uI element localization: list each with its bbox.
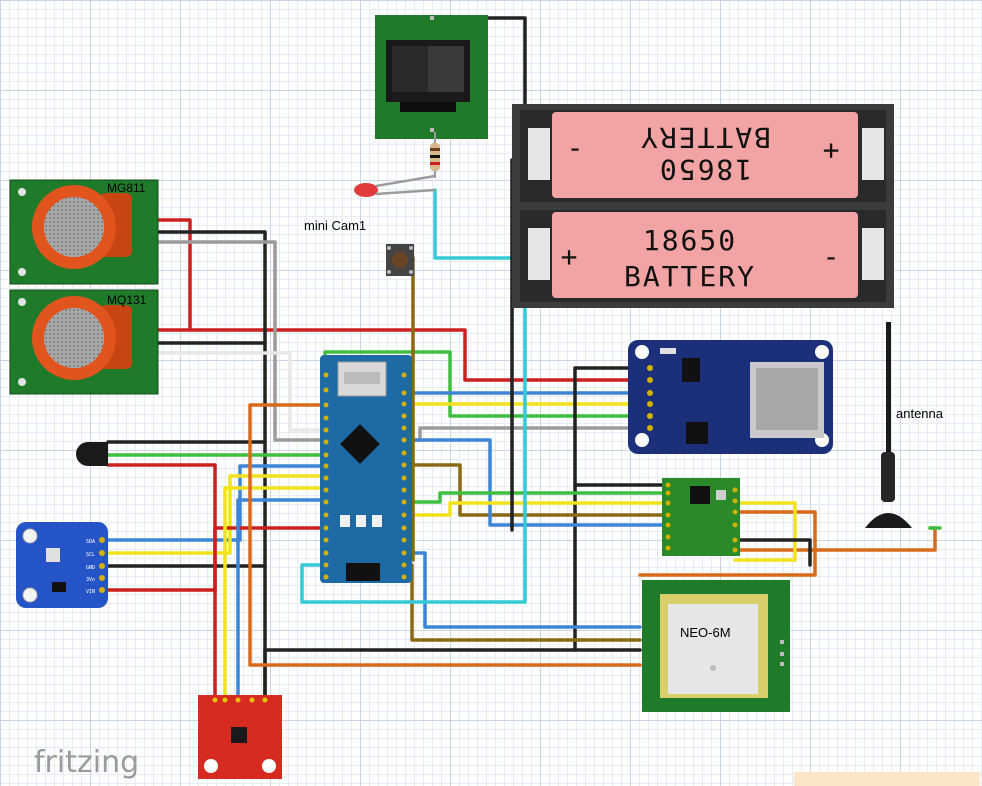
bmp-pin-scl: SCL	[86, 552, 95, 558]
wire-mg811-gray	[150, 240, 327, 442]
wire-mag-yellow	[223, 486, 327, 702]
wire-mq131-white	[150, 351, 327, 432]
mq131-sensor: MQ131	[9, 289, 159, 395]
wire-green-rf	[398, 491, 670, 504]
bmp-pin-3vo: 3Vo	[86, 577, 95, 583]
wire-temp-red	[106, 463, 217, 592]
red-led	[354, 174, 436, 197]
wire-blue-gps	[398, 551, 642, 629]
battery-bottom-word: BATTERY	[624, 260, 756, 293]
corner-tab	[794, 772, 980, 786]
wire-yellow-rf	[398, 501, 797, 562]
wire-bmp-vin	[98, 526, 327, 592]
antenna-label: antenna	[896, 406, 944, 421]
mini-cam-label: mini Cam1	[304, 218, 366, 233]
wire-blue-rf	[398, 438, 670, 527]
wire-mag-black	[263, 648, 642, 702]
wire-orange-left	[248, 403, 642, 667]
wire-mg811-black	[150, 230, 267, 700]
battery-bottom-minus: -	[823, 240, 842, 273]
wire-black-sd	[573, 366, 652, 652]
push-button	[386, 244, 414, 276]
battery-top-model: 18650	[658, 153, 752, 186]
wire-mg811-red	[150, 218, 652, 382]
battery-top-word: BATTERY	[639, 121, 771, 154]
mq131-label: MQ131	[107, 293, 147, 307]
arduino-pins-right	[401, 372, 407, 580]
mg811-sensor: MG811	[9, 179, 159, 285]
battery-top-plus: +	[821, 135, 840, 168]
mag3110-magnetometer	[198, 695, 282, 779]
battery-top: 18650 BATTERY + -	[565, 121, 840, 186]
neo6m-gps-module	[642, 580, 790, 712]
wire-bmp-scl	[98, 474, 327, 555]
battery-bottom-model: 18650	[643, 224, 737, 257]
bmp-pressure-sensor: SDA SCL GND 3Vo VIN	[16, 522, 108, 608]
wire-cyan	[300, 188, 527, 604]
mg811-label: MG811	[107, 181, 146, 195]
arduino-nano	[320, 355, 412, 583]
battery-holder	[512, 104, 894, 308]
arduino-pins-left	[323, 372, 329, 580]
resistor	[430, 132, 440, 178]
antenna	[865, 322, 912, 528]
sd-card-module	[628, 340, 833, 454]
fritzing-watermark: fritzing	[34, 745, 139, 780]
battery-top-minus: -	[565, 135, 584, 168]
bmp-pin-sda: SDA	[86, 539, 95, 545]
temperature-sensor	[76, 442, 108, 466]
bmp-pin-vin: VIN	[86, 589, 95, 595]
wire-orange-right	[638, 510, 817, 577]
rocker-switch	[375, 15, 488, 139]
wire-mag-blue	[236, 498, 327, 702]
wire-brown-rf	[398, 463, 670, 517]
battery-bottom: 18650 BATTERY + -	[561, 224, 842, 293]
wire-bmp-sda	[98, 464, 327, 542]
bmp-pin-gnd: GND	[86, 565, 95, 571]
rfm69-radio-module	[662, 478, 740, 556]
wire-black-rf2	[733, 538, 812, 567]
battery-bottom-plus: +	[561, 240, 580, 273]
neo6m-label: NEO-6M	[680, 625, 731, 640]
